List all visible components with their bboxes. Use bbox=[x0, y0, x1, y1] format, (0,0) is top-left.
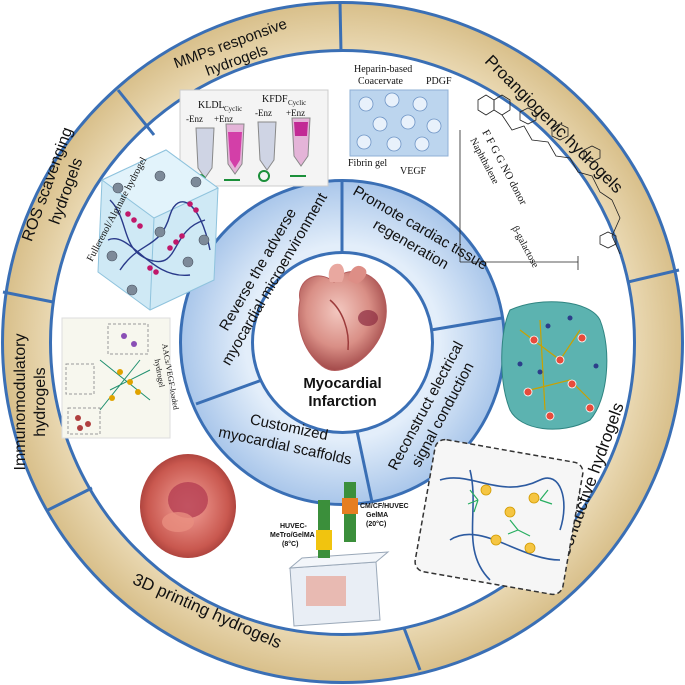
panel-immuno: AACs/VEGF-loaded hydrogel bbox=[61, 317, 181, 439]
heart-illustration bbox=[298, 263, 387, 371]
print-left-line2: MeTro/GelMA bbox=[270, 532, 315, 539]
print-right-line2: GelMA bbox=[366, 512, 388, 519]
kfdf-label: KFDF bbox=[262, 94, 288, 105]
label-immunomodulatory: Immunomodulatory hydrogels bbox=[12, 334, 49, 471]
pdgf-label: PDGF bbox=[426, 76, 452, 87]
panel-conductive-gel bbox=[501, 301, 608, 430]
kfdf-minus-enz: -Enz bbox=[255, 108, 272, 118]
print-left-line3: (8°C) bbox=[282, 540, 298, 548]
panel-mmp-tubes: KLDL Cyclic KFDF Cyclic -Enz +Enz -Enz +… bbox=[179, 89, 329, 187]
kfdf-subscript: Cyclic bbox=[288, 99, 306, 107]
heparin-label: Heparin-based bbox=[354, 64, 412, 75]
center-title-line1: Myocardial bbox=[303, 375, 381, 392]
print-right-line3: (20°C) bbox=[366, 520, 386, 528]
fibrin-label: Fibrin gel bbox=[348, 158, 387, 169]
print-left-line1: HUVEC- bbox=[280, 523, 308, 530]
center-title-line2: Infarction bbox=[308, 393, 376, 410]
panel-bioprinting: HUVEC- MeTro/GelMA (8°C) CM/CF/HUVEC Gel… bbox=[270, 482, 409, 627]
coacervate-label: Coacervate bbox=[358, 76, 404, 87]
immuno-line1: Immunomodulatory bbox=[12, 334, 29, 471]
vegf-label: VEGF bbox=[400, 166, 427, 177]
panel-ros: Fullerenol/Alginate hydrogel bbox=[85, 149, 219, 311]
panel-printed-cube bbox=[140, 454, 236, 558]
kldl-plus-enz: +Enz bbox=[214, 114, 233, 124]
kldl-minus-enz: -Enz bbox=[186, 114, 203, 124]
print-right-line1: CM/CF/HUVEC bbox=[360, 503, 409, 510]
outer-separators bbox=[2, 1, 680, 671]
kldl-label: KLDL bbox=[198, 100, 225, 111]
kldl-subscript: Cyclic bbox=[224, 105, 242, 113]
inner-separators bbox=[195, 181, 503, 503]
kfdf-plus-enz: +Enz bbox=[286, 108, 305, 118]
immuno-line2: hydrogels bbox=[32, 367, 49, 436]
panel-conductive-network bbox=[414, 438, 584, 596]
